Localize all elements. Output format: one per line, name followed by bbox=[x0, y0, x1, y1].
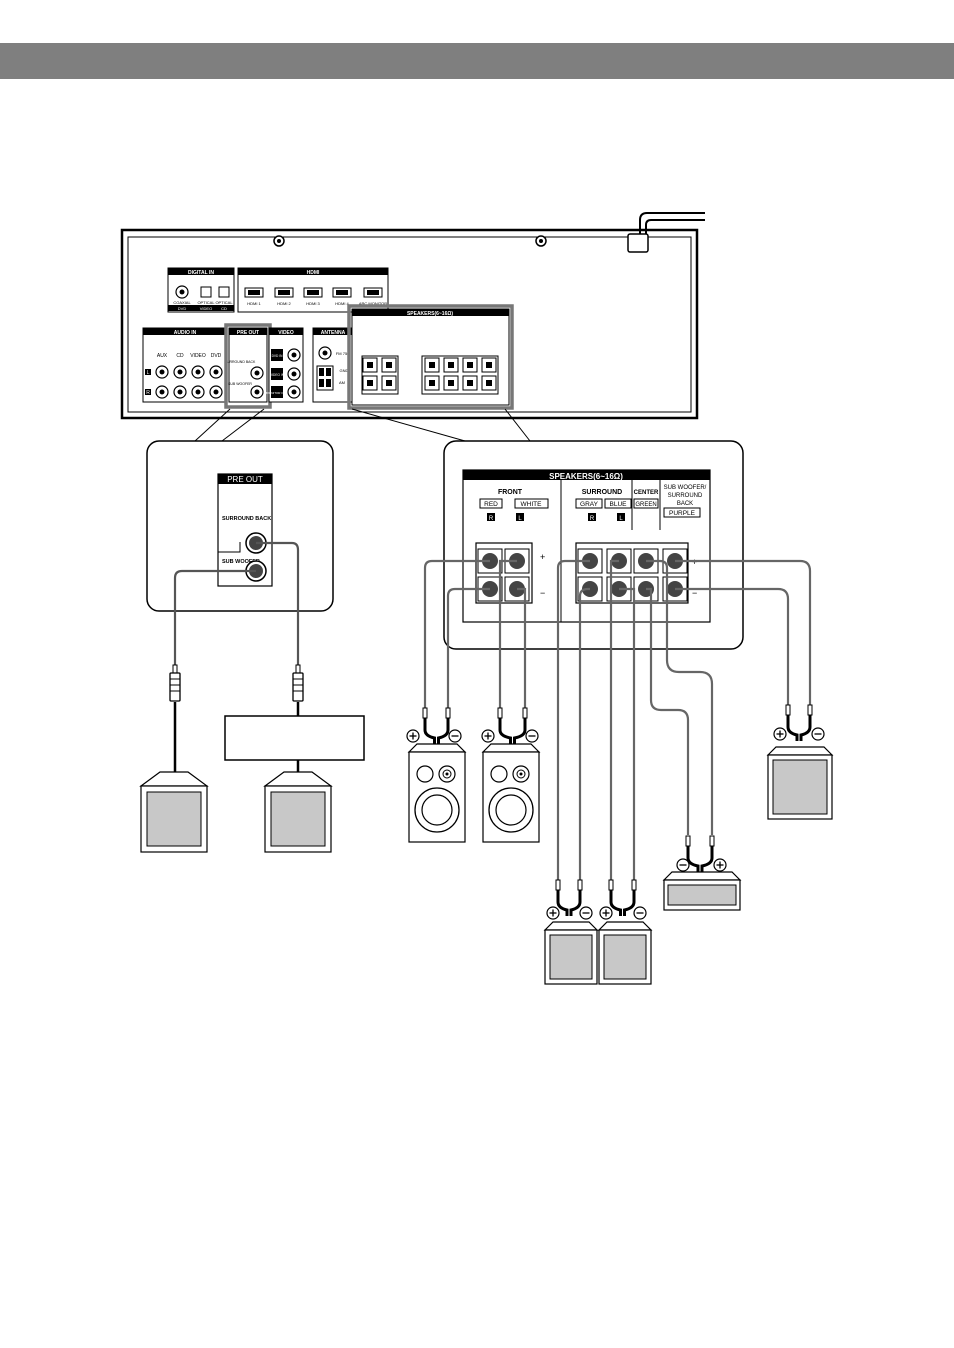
center-label: CENTER bbox=[634, 490, 659, 496]
surround-speaker bbox=[597, 879, 653, 985]
rca-cables bbox=[173, 541, 300, 665]
svg-text:SPEAKERS(6~16Ω): SPEAKERS(6~16Ω) bbox=[407, 311, 453, 317]
receiver-rear-panel: DIGITAL IN COAXIAL OPTICAL OPTICAL DVD V… bbox=[120, 212, 705, 442]
surround-back-label: SURROUND BACK bbox=[222, 516, 271, 522]
svg-text:DVD: DVD bbox=[178, 306, 187, 311]
hdmi-port-label: HDMI 1 bbox=[247, 301, 261, 306]
front-speaker bbox=[406, 707, 467, 843]
svg-text:FM 75Ω: FM 75Ω bbox=[336, 351, 350, 356]
svg-text:−: − bbox=[692, 588, 697, 598]
pre-out-zoom-title: PRE OUT bbox=[227, 475, 263, 484]
speakers-highlight bbox=[347, 304, 514, 410]
svg-text:OPTICAL: OPTICAL bbox=[197, 300, 215, 305]
rca-plug-icon bbox=[169, 664, 181, 702]
hdmi-port-label: HDMI 2 bbox=[277, 301, 291, 306]
plus-icon bbox=[546, 906, 560, 920]
svg-text:R: R bbox=[489, 516, 494, 522]
minus-icon bbox=[525, 729, 539, 743]
speaker-wires bbox=[423, 559, 812, 880]
svg-text:GND: GND bbox=[340, 368, 349, 373]
svg-text:CD: CD bbox=[221, 306, 227, 311]
svg-text:R: R bbox=[146, 390, 150, 396]
svg-text:SUB WOOFER: SUB WOOFER bbox=[228, 382, 252, 386]
front-label: FRONT bbox=[498, 489, 523, 496]
svg-text:PRE OUT: PRE OUT bbox=[237, 330, 259, 336]
svg-text:VIDEO IN: VIDEO IN bbox=[270, 373, 285, 377]
speakers-section: SPEAKERS(6~16Ω) bbox=[347, 304, 514, 410]
svg-text:CD: CD bbox=[176, 353, 184, 359]
plus-icon bbox=[406, 729, 420, 743]
subwoofer-speaker bbox=[139, 771, 209, 853]
plus-icon bbox=[599, 906, 613, 920]
svg-text:BACK: BACK bbox=[677, 501, 693, 507]
svg-text:BLUE: BLUE bbox=[610, 501, 628, 508]
hdmi-port-label: ARC MONITOR bbox=[359, 301, 387, 306]
svg-text:DVD IN: DVD IN bbox=[272, 354, 284, 358]
minus-icon bbox=[579, 906, 593, 920]
svg-text:L: L bbox=[518, 516, 522, 522]
svg-text:−: − bbox=[540, 588, 545, 598]
surround-speaker bbox=[543, 879, 599, 985]
digital-in-title: DIGITAL IN bbox=[188, 270, 214, 276]
plus-icon bbox=[713, 858, 727, 872]
svg-text:R: R bbox=[590, 516, 595, 522]
speakers-zoom-title: SPEAKERS(6~16Ω) bbox=[549, 472, 623, 481]
speakers-zoom: SPEAKERS(6~16Ω) FRONT SURROUND CENTER SU… bbox=[443, 440, 744, 650]
svg-text:AUX: AUX bbox=[157, 353, 168, 359]
svg-text:SURROUND BACK: SURROUND BACK bbox=[225, 360, 256, 364]
svg-text:OPTICAL: OPTICAL bbox=[215, 300, 233, 305]
svg-text:WHITE: WHITE bbox=[521, 501, 543, 508]
digital-in-section: DIGITAL IN COAXIAL OPTICAL OPTICAL DVD V… bbox=[167, 267, 235, 313]
svg-text:GREEN: GREEN bbox=[635, 502, 656, 508]
svg-text:L: L bbox=[619, 516, 623, 522]
minus-icon bbox=[633, 906, 647, 920]
rca-plug-icon bbox=[292, 664, 304, 702]
hdmi-port-label: HDMI 4 bbox=[335, 301, 349, 306]
minus-icon bbox=[811, 727, 825, 741]
surround-label: SURROUND bbox=[582, 489, 622, 496]
svg-text:GRAY: GRAY bbox=[580, 501, 599, 508]
surround-back-speaker bbox=[766, 704, 834, 820]
video-section: VIDEO DVD IN VIDEO IN MONITOR OUT bbox=[266, 327, 304, 403]
sub-woofer-label: SUB WOOFER bbox=[222, 559, 260, 565]
svg-text:+: + bbox=[540, 552, 545, 562]
svg-text:RED: RED bbox=[484, 501, 498, 508]
svg-text:VIDEO: VIDEO bbox=[200, 306, 212, 311]
svg-text:SUB WOOFER/: SUB WOOFER/ bbox=[664, 485, 707, 491]
svg-text:L: L bbox=[147, 370, 150, 376]
pre-out-section: PRE OUT SURROUND BACK SUB WOOFER bbox=[224, 323, 272, 409]
svg-text:MONITOR OUT: MONITOR OUT bbox=[266, 391, 287, 395]
center-speaker bbox=[662, 835, 742, 911]
audio-in-title: AUDIO IN bbox=[174, 330, 197, 336]
hdmi-title: HDMI bbox=[307, 270, 320, 276]
svg-text:ANTENNA: ANTENNA bbox=[321, 330, 346, 336]
svg-text:PURPLE: PURPLE bbox=[669, 510, 696, 517]
header-bar bbox=[0, 43, 954, 79]
hdmi-port-label: HDMI 3 bbox=[306, 301, 320, 306]
audio-in-section: AUDIO IN AUX CD VIDEO DVD L R bbox=[142, 327, 228, 403]
plus-icon bbox=[481, 729, 495, 743]
antenna-section: ANTENNA FM 75Ω GND AM bbox=[312, 327, 354, 403]
power-cord bbox=[639, 212, 705, 248]
svg-text:AM: AM bbox=[339, 380, 345, 385]
front-speaker bbox=[481, 707, 541, 843]
minus-icon bbox=[676, 858, 690, 872]
surround-back-speaker-powered bbox=[263, 771, 333, 853]
plus-icon bbox=[773, 727, 787, 741]
svg-text:SURROUND: SURROUND bbox=[668, 493, 703, 499]
svg-text:DVD: DVD bbox=[211, 353, 222, 359]
minus-icon bbox=[448, 729, 462, 743]
svg-text:VIDEO: VIDEO bbox=[278, 330, 294, 336]
svg-text:COAXIAL: COAXIAL bbox=[173, 300, 191, 305]
svg-text:VIDEO: VIDEO bbox=[190, 353, 206, 359]
amplifier-box bbox=[224, 715, 365, 761]
